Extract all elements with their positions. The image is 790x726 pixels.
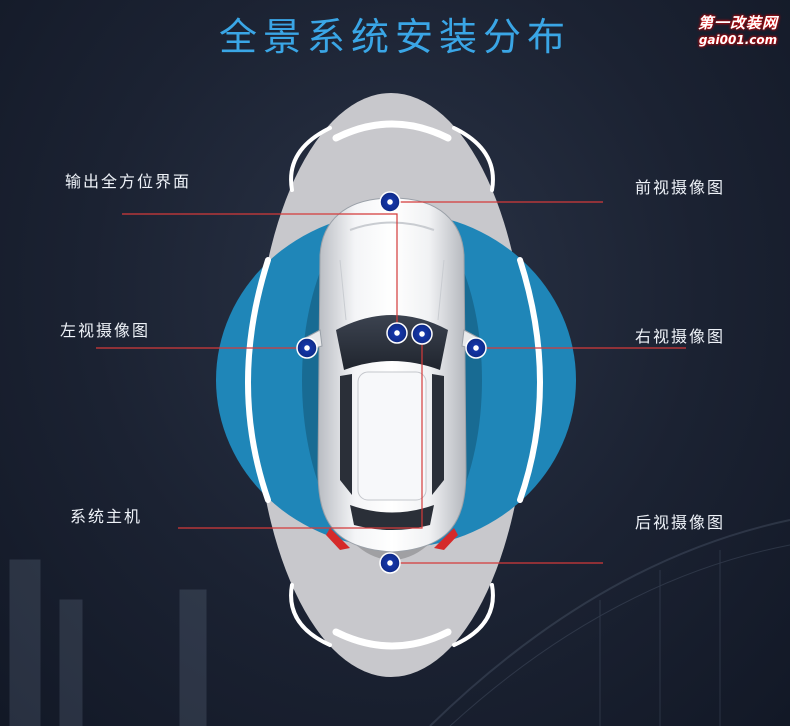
system-host-marker bbox=[411, 323, 433, 345]
front-camera-marker bbox=[379, 191, 401, 213]
label-front-camera: 前视摄像图 bbox=[635, 178, 726, 197]
brand-site: gai001.com bbox=[698, 33, 778, 47]
diagram-title: 全景系统安装分布 bbox=[218, 15, 571, 59]
display-output-marker bbox=[386, 322, 408, 344]
camera-markers bbox=[296, 191, 487, 574]
car-top-view bbox=[302, 197, 482, 560]
rear-camera-marker bbox=[379, 552, 401, 574]
pointer-lines bbox=[96, 201, 686, 564]
label-rear-camera: 后视摄像图 bbox=[635, 513, 726, 532]
label-left-camera: 左视摄像图 bbox=[60, 321, 151, 340]
field-of-view-arcs bbox=[245, 120, 543, 650]
right-camera-marker bbox=[465, 337, 487, 359]
brand-name: 第一改装网 bbox=[697, 14, 778, 32]
label-right-camera: 右视摄像图 bbox=[635, 327, 726, 346]
site-logo: 第一改装网 gai001.com bbox=[698, 12, 778, 47]
label-system-host: 系统主机 bbox=[70, 507, 143, 526]
label-display-output: 输出全方位界面 bbox=[65, 172, 192, 191]
left-camera-marker bbox=[296, 337, 318, 359]
background-bridge bbox=[9, 519, 790, 726]
